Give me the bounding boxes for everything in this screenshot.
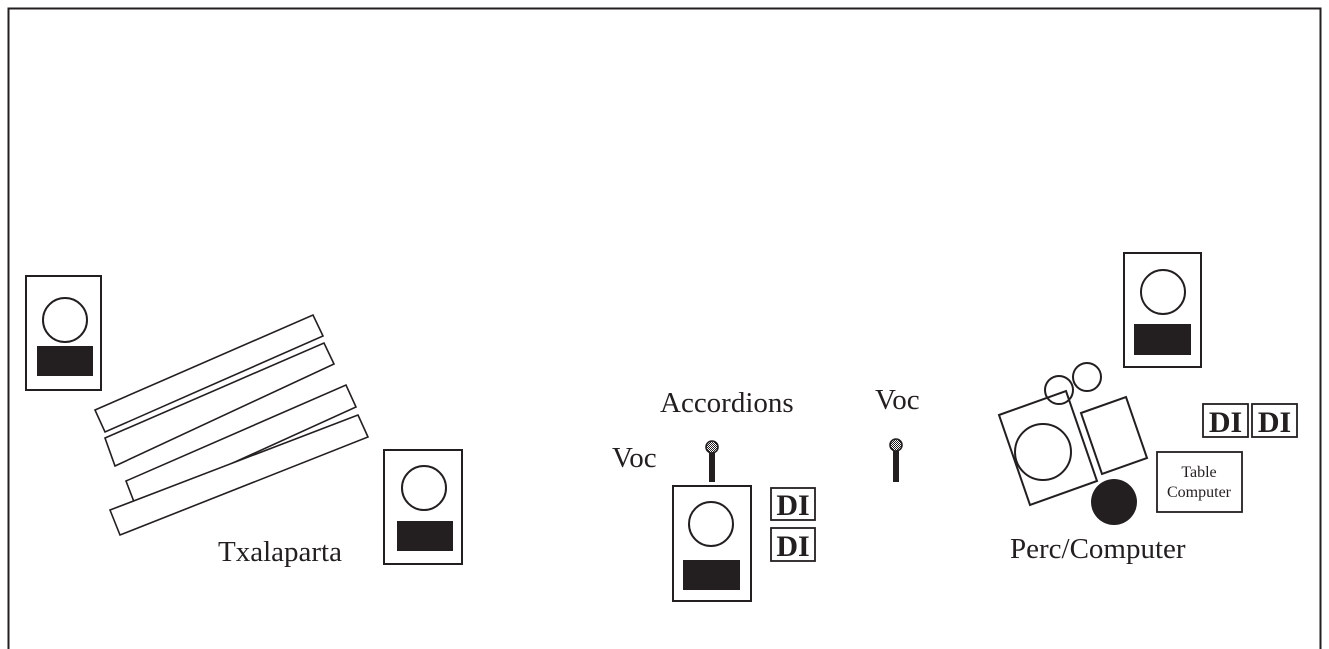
percussion-circle [1044,375,1074,405]
di-box-icon: DI [770,527,816,563]
di-label: DI [776,530,809,563]
txalaparta-plank [103,341,336,468]
label-accordions: Accordions [660,387,794,419]
txalaparta-plank [124,383,358,509]
stool-icon [1091,479,1137,525]
monitor-wedge-icon [1123,252,1202,368]
microphone-icon [889,438,903,482]
table-computer-box: Table Computer [1156,451,1243,513]
drum-circle [1014,423,1072,481]
txalaparta-plank [93,313,325,434]
txalaparta-planks [93,313,370,537]
percussion-case [997,389,1099,507]
label-voc-left: Voc [612,442,657,474]
di-label: DI [1209,406,1242,439]
di-box-icon: DI [1251,403,1298,439]
stage-frame [7,7,1322,649]
label-perc-computer: Perc/Computer [1010,533,1186,565]
di-label: DI [1258,406,1291,439]
monitor-wedge-icon [672,485,752,602]
txalaparta-plank [108,413,370,537]
di-box-icon: DI [770,487,816,522]
di-label: DI [776,489,809,522]
monitor-wedge-icon [383,449,463,565]
monitor-wedge-icon [25,275,102,391]
table-computer-line1: Table [1181,464,1216,481]
di-box-icon: DI [1202,403,1249,439]
label-voc-right: Voc [875,384,920,416]
label-txalaparta: Txalaparta [218,536,342,568]
microphone-icon [705,440,719,482]
percussion-circle [1072,362,1102,392]
percussion-table [1079,395,1149,476]
table-computer-line2: Computer [1167,484,1232,501]
